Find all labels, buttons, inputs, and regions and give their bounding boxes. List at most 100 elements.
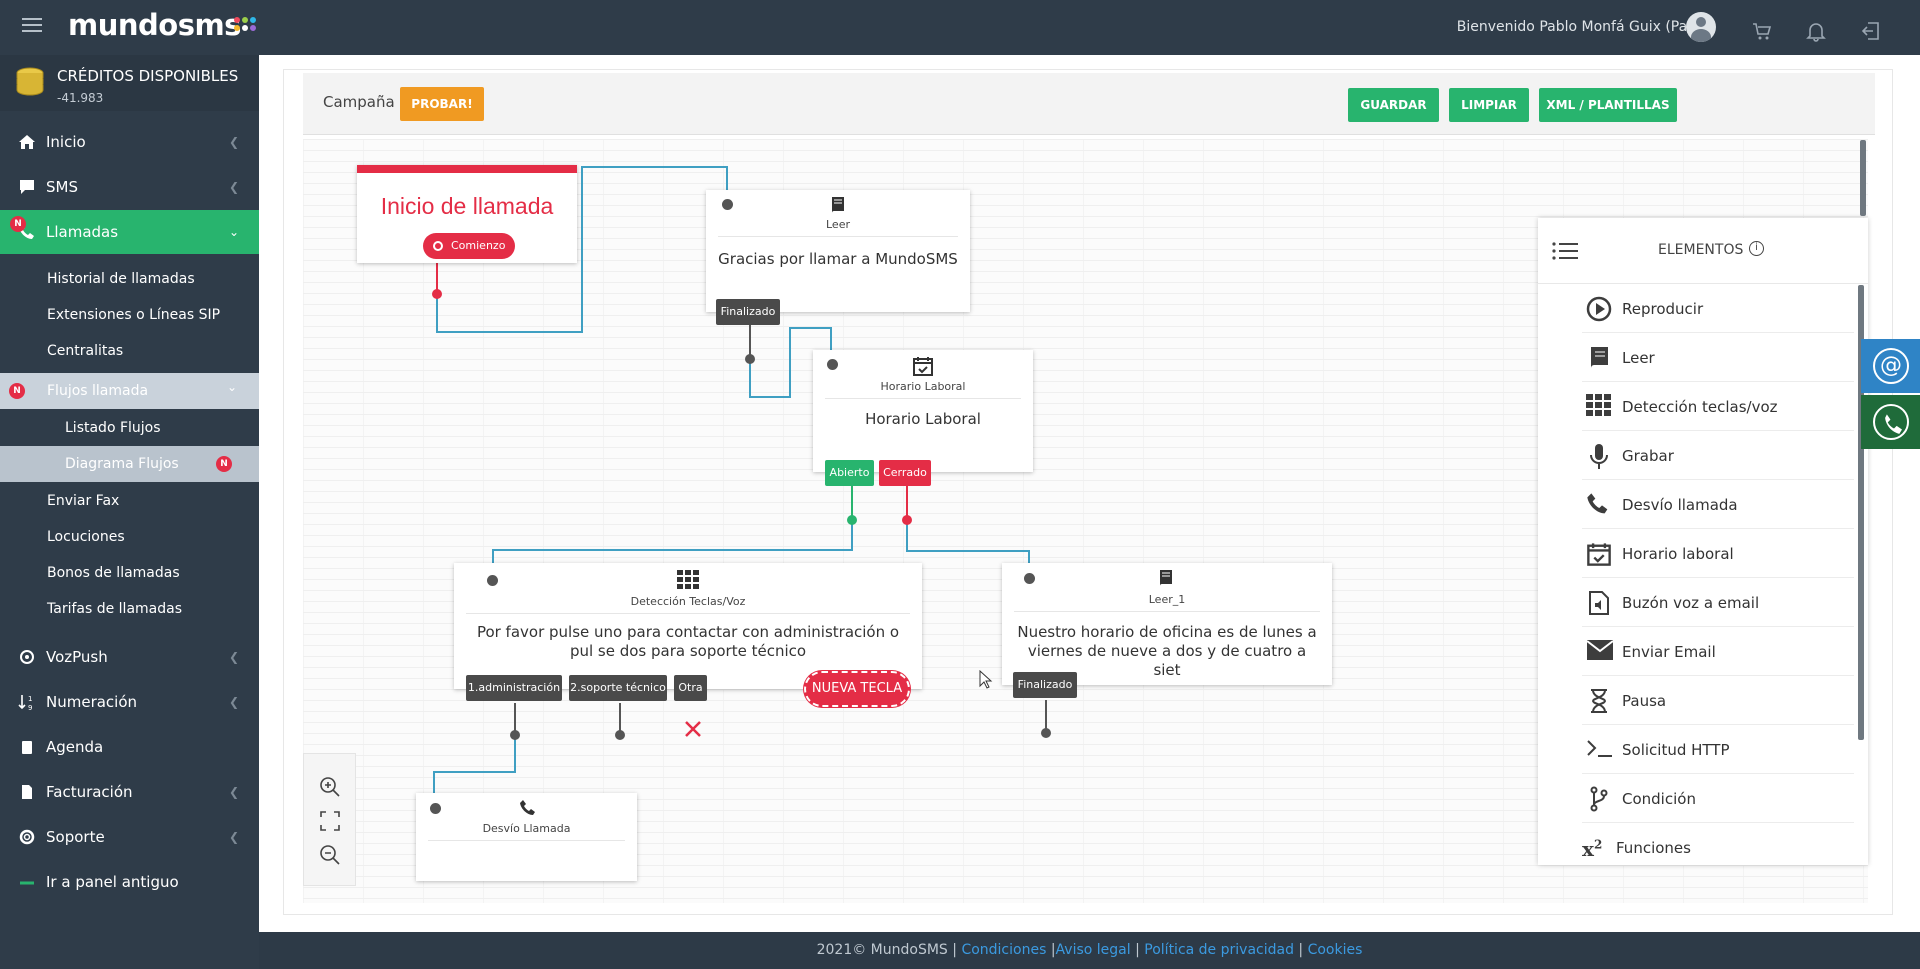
superscript-icon: x2: [1582, 837, 1603, 861]
desvio-node[interactable]: Desvío Llamada: [416, 793, 637, 881]
nav-llamadas[interactable]: N Llamadas ⌄: [0, 210, 259, 254]
input-port[interactable]: [827, 359, 838, 370]
input-port[interactable]: [487, 575, 498, 586]
palette-item-horario[interactable]: Horario laboral: [1582, 529, 1854, 578]
avatar[interactable]: [1686, 12, 1716, 42]
nav-enviar-fax[interactable]: Enviar Fax: [0, 483, 259, 519]
input-port[interactable]: [1024, 573, 1035, 584]
start-node[interactable]: Inicio de llamada Comienzo: [357, 165, 577, 263]
nav-label: Extensiones o Líneas SIP: [47, 307, 221, 323]
footer-link-condiciones[interactable]: Condiciones: [961, 942, 1047, 958]
nav-historial-llamadas[interactable]: Historial de llamadas: [0, 261, 259, 297]
credits-panel: CRÉDITOS DISPONIBLES -41.983: [0, 55, 259, 111]
fit-screen-icon[interactable]: [320, 811, 340, 835]
nav-centralitas[interactable]: Centralitas: [0, 333, 259, 369]
node-text: Por favor pulse uno para contactar con a…: [476, 623, 900, 660]
palette-item-pausa[interactable]: Pausa: [1582, 676, 1854, 725]
nav-panel-antiguo[interactable]: Ir a panel antiguo: [0, 860, 259, 904]
bell-icon[interactable]: [1805, 20, 1827, 42]
output-finalizado[interactable]: Finalizado: [716, 299, 780, 325]
zoom-out-icon[interactable]: [319, 844, 341, 870]
leer-node[interactable]: Leer Gracias por llamar a MundoSMS: [706, 190, 970, 312]
email-contact-button[interactable]: @: [1861, 339, 1920, 393]
nav-facturacion[interactable]: Facturación ❮: [0, 770, 259, 814]
footer-link-privacidad[interactable]: Política de privacidad: [1144, 942, 1294, 958]
cart-icon[interactable]: [1751, 20, 1773, 42]
zoom-in-icon[interactable]: [319, 776, 341, 802]
nav-inicio[interactable]: Inicio ❮: [0, 120, 259, 164]
output-abierto[interactable]: Abierto: [825, 460, 874, 486]
palette-item-grabar[interactable]: Grabar: [1582, 431, 1854, 480]
palette-item-email[interactable]: Enviar Email: [1582, 627, 1854, 676]
nav-label: Llamadas: [46, 223, 119, 241]
xml-templates-button[interactable]: XML / PLANTILLAS: [1539, 88, 1677, 122]
envelope-icon: [1586, 639, 1614, 665]
nav-label: Centralitas: [47, 343, 124, 359]
nav-agenda[interactable]: Agenda: [0, 725, 259, 769]
palette-item-label: Grabar: [1622, 447, 1674, 465]
microphone-icon: [1586, 443, 1612, 469]
footer-link-aviso-legal[interactable]: Aviso legal: [1055, 942, 1131, 958]
test-button[interactable]: PROBAR!: [400, 87, 484, 121]
nav-label: Ir a panel antiguo: [46, 873, 179, 891]
footer-link-cookies[interactable]: Cookies: [1307, 942, 1363, 958]
output-administracion[interactable]: 1.administración: [466, 675, 562, 701]
palette-item-reproducir[interactable]: Reproducir: [1582, 284, 1854, 333]
footer: 2021© MundoSMS | Condiciones |Aviso lega…: [259, 932, 1920, 969]
output-otra[interactable]: Otra: [674, 675, 707, 701]
logo[interactable]: mundosms: [68, 8, 241, 42]
clear-button[interactable]: LIMPIAR: [1449, 88, 1529, 122]
input-port[interactable]: [430, 803, 441, 814]
palette-item-desvio[interactable]: Desvío llamada: [1582, 480, 1854, 529]
campaign-label: Campaña: [323, 93, 395, 111]
leer1-node[interactable]: Leer_1 Nuestro horario de oficina es de …: [1002, 563, 1332, 685]
phone-icon: [519, 799, 537, 821]
nav-diagrama-flujos[interactable]: Diagrama Flujos N: [0, 446, 259, 482]
node-text: Gracias por llamar a MundoSMS: [718, 250, 958, 268]
input-port[interactable]: [722, 199, 733, 210]
logout-icon[interactable]: [1860, 20, 1882, 42]
palette-item-condicion[interactable]: Condición: [1582, 774, 1854, 823]
nav-vozpush[interactable]: VozPush ❮: [0, 635, 259, 679]
list-icon[interactable]: [1552, 242, 1578, 264]
nav-tarifas-llamadas[interactable]: Tarifas de llamadas: [0, 591, 259, 627]
phone-contact-button[interactable]: [1861, 395, 1920, 449]
info-icon[interactable]: i: [1749, 241, 1764, 256]
palette-item-http[interactable]: Solicitud HTTP: [1582, 725, 1854, 774]
new-badge: N: [10, 216, 26, 232]
nav-label: VozPush: [46, 648, 108, 666]
calendar-check-icon: [1586, 541, 1612, 567]
palette-item-leer[interactable]: Leer: [1582, 333, 1854, 382]
deteccion-node[interactable]: Detección Teclas/Voz Por favor pulse uno…: [454, 563, 922, 689]
credits-value: -41.983: [57, 91, 104, 105]
output-soporte-tecnico[interactable]: 2.soporte técnico: [569, 675, 667, 701]
palette-item-funciones[interactable]: x2 Funciones: [1582, 823, 1854, 865]
save-button[interactable]: GUARDAR: [1348, 88, 1439, 122]
voicemail-icon: [1586, 590, 1612, 616]
palette-item-deteccion[interactable]: Detección teclas/voz: [1582, 382, 1854, 431]
nav-flujos-llamada[interactable]: N Flujos llamada ⌄: [0, 373, 259, 409]
output-finalizado[interactable]: Finalizado: [1013, 672, 1077, 698]
chevron-left-icon: ❮: [228, 695, 239, 709]
start-button[interactable]: Comienzo: [423, 233, 515, 259]
elements-palette: ELEMENTOS i Reproducir Leer Detección te…: [1538, 218, 1868, 865]
nav-bonos-llamadas[interactable]: Bonos de llamadas: [0, 555, 259, 591]
invoice-icon: [18, 783, 36, 801]
nav-label: Flujos llamada: [47, 383, 149, 399]
chevron-left-icon: ❮: [228, 830, 239, 844]
output-cerrado[interactable]: Cerrado: [879, 460, 931, 486]
palette-item-buzon[interactable]: Buzón voz a email: [1582, 578, 1854, 627]
new-key-button[interactable]: NUEVA TECLA: [804, 671, 910, 707]
nav-sms[interactable]: SMS ❮: [0, 165, 259, 209]
nav-extensiones-sip[interactable]: Extensiones o Líneas SIP: [0, 297, 259, 333]
nav-soporte[interactable]: Soporte ❮: [0, 815, 259, 859]
nav-label: SMS: [46, 178, 78, 196]
horario-node[interactable]: Horario Laboral Horario Laboral: [813, 350, 1033, 472]
palette-scrollbar[interactable]: [1858, 285, 1864, 740]
nav-locuciones[interactable]: Locuciones: [0, 519, 259, 555]
canvas-scrollbar[interactable]: [1860, 140, 1866, 216]
nav-listado-flujos[interactable]: Listado Flujos: [0, 410, 259, 446]
palette-item-label: Leer: [1622, 349, 1655, 367]
menu-toggle-icon[interactable]: [22, 18, 42, 32]
